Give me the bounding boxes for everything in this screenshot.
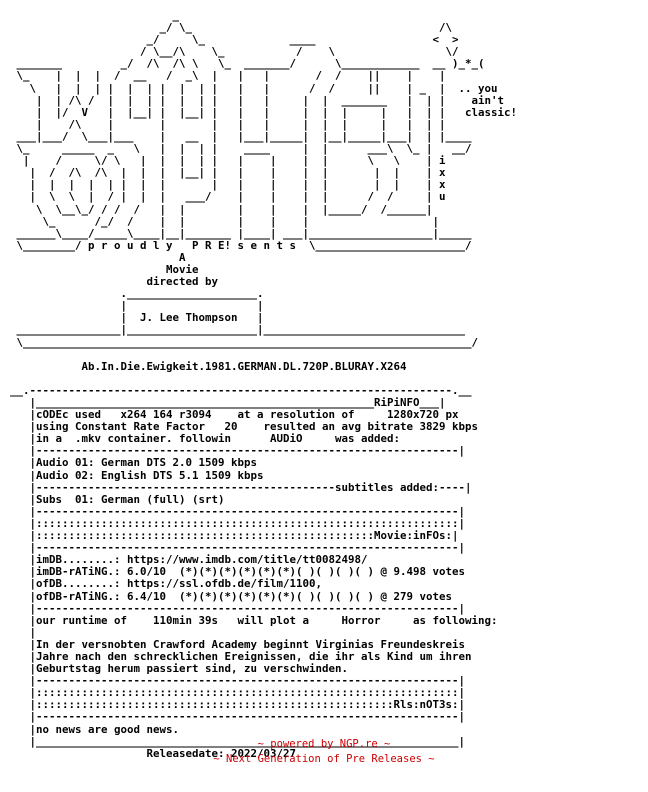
footer-powered-by: ~ powered by NGP.re ~ [257, 738, 391, 750]
nfo-text-block: _ _/ \_ /\ _/ \_ ____ < > / \__/\ \_ / \ [10, 9, 518, 760]
footer-tagline: ~ Next Generation of Pre Releases ~ [213, 753, 435, 765]
footer-credits: ~ powered by NGP.re ~ ~ Next Generation … [0, 737, 648, 767]
